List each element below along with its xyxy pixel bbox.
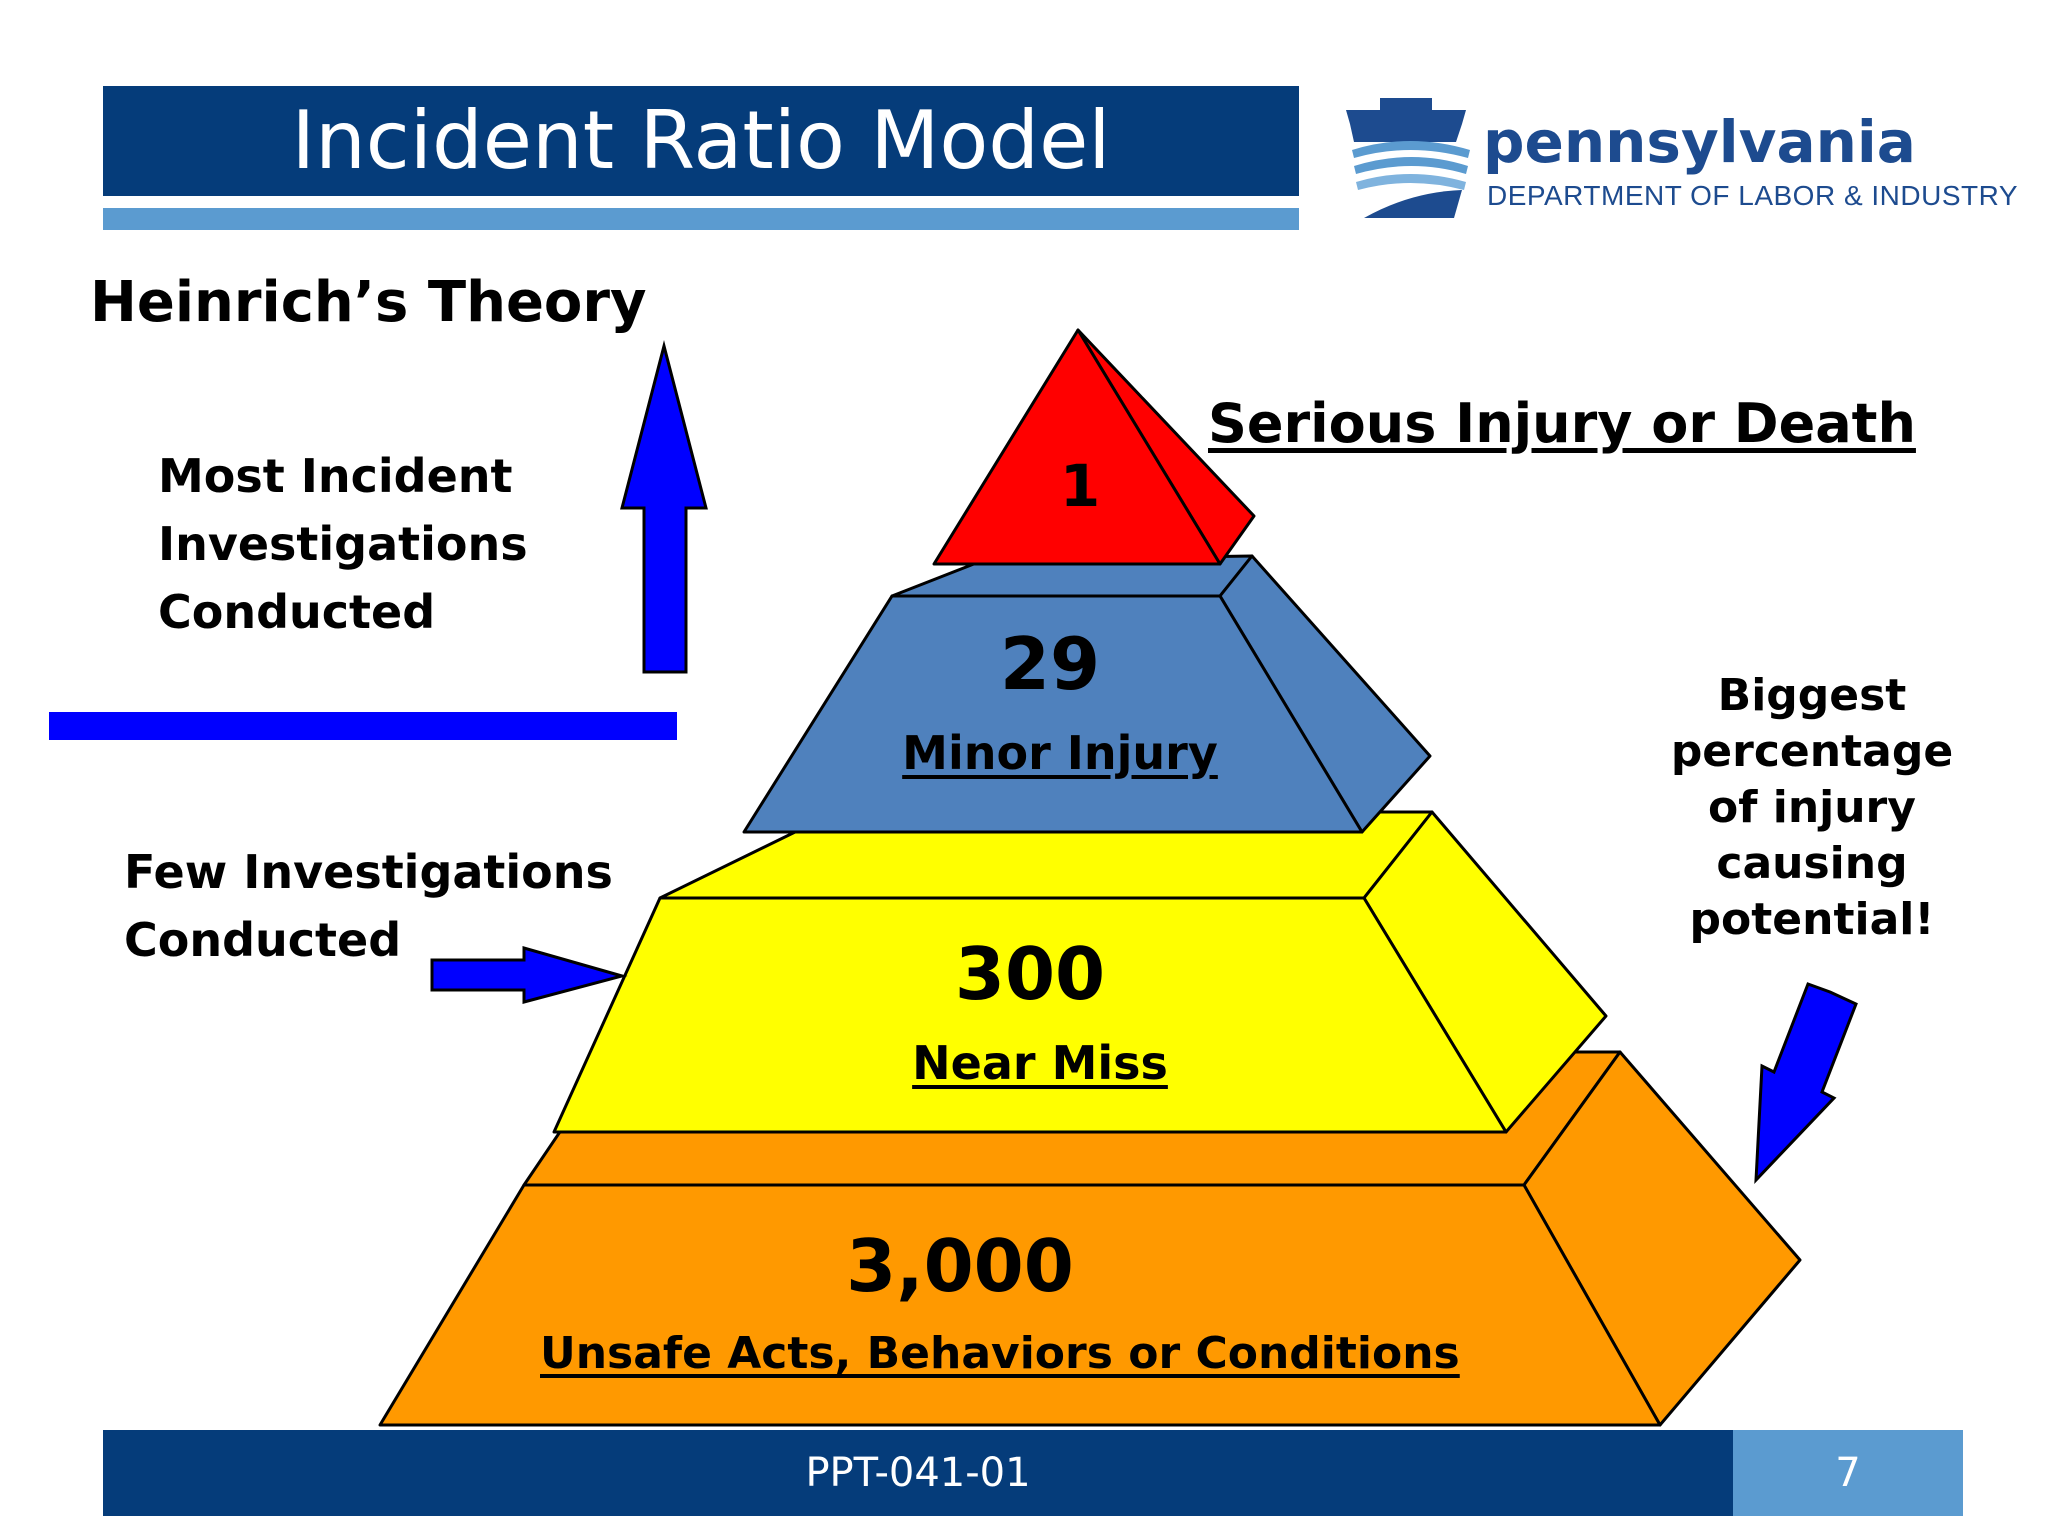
biggest-line-1: Biggest	[1717, 670, 1907, 721]
page-number: 7	[1835, 1450, 1861, 1496]
footer-page-box	[1733, 1430, 1963, 1516]
footer-bar	[103, 1430, 1733, 1516]
right-arrow-icon	[430, 946, 628, 1004]
tier-1-block	[932, 328, 1256, 566]
few-line-2: Conducted	[124, 913, 402, 967]
separator-bar	[49, 712, 677, 740]
tier-4-label: Unsafe Acts, Behaviors or Conditions	[540, 1328, 1460, 1379]
logo-wordmark: pennsylvania	[1483, 108, 1916, 176]
few-line-1: Few Investigations	[124, 845, 613, 899]
tier-3-label: Near Miss	[912, 1036, 1168, 1090]
title-bar	[103, 86, 1299, 196]
logo-department: DEPARTMENT OF LABOR & INDUSTRY	[1487, 180, 2019, 211]
tier-2-label: Minor Injury	[902, 726, 1218, 780]
tier-1-value: 1	[1059, 452, 1101, 520]
most-line-1: Most Incident	[158, 449, 513, 503]
biggest-line-4: causing	[1716, 838, 1908, 889]
tier-3-front	[552, 896, 1508, 1134]
biggest-line-3: of injury	[1708, 782, 1916, 833]
tier-4-value: 3,000	[846, 1224, 1074, 1308]
page-title: Incident Ratio Model	[291, 94, 1111, 187]
tier-4-front	[378, 1183, 1662, 1427]
subtitle: Heinrich’s Theory	[90, 270, 647, 335]
tier-2-block	[742, 554, 1432, 834]
footer-code: PPT-041-01	[805, 1450, 1031, 1496]
tier-1-front	[932, 328, 1222, 566]
down-left-arrow-icon	[1754, 982, 1858, 1184]
title-underline	[103, 208, 1299, 230]
tier-2-value: 29	[999, 622, 1101, 706]
tier-2-front	[742, 594, 1364, 834]
serious-injury-label: Serious Injury or Death	[1208, 392, 1916, 455]
biggest-percentage-label: Biggest percentage of injury causing pot…	[1642, 668, 1982, 948]
most-line-3: Conducted	[158, 585, 436, 639]
biggest-line-5: potential!	[1689, 894, 1935, 945]
most-investigations-label: Most Incident Investigations Conducted	[158, 442, 528, 646]
most-line-2: Investigations	[158, 517, 528, 571]
up-arrow-icon	[620, 340, 708, 674]
few-investigations-label: Few Investigations Conducted	[124, 838, 613, 974]
biggest-line-2: percentage	[1670, 726, 1954, 777]
tier-3-value: 300	[954, 932, 1106, 1016]
